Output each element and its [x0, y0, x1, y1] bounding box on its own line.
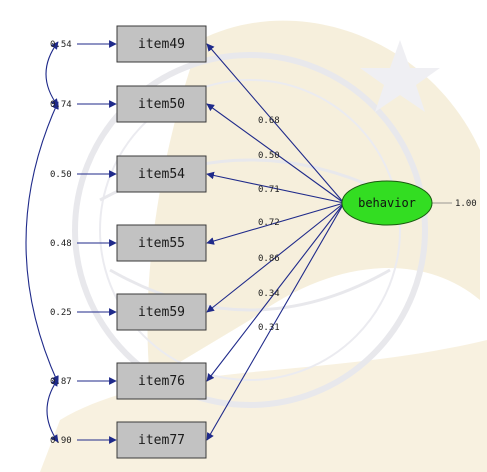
observed-variable-label: item77 — [138, 433, 185, 448]
observed-variable-label: item55 — [138, 236, 185, 251]
observed-variable-label: item54 — [138, 167, 185, 182]
latent-variance-value: 1.00 — [455, 199, 477, 209]
factor-loading-value: 0.71 — [258, 185, 280, 195]
loading-path-item50 — [206, 103, 345, 204]
loading-path-item55 — [206, 202, 345, 245]
observed-variable-box-item76 — [116, 362, 207, 400]
loading-path-item49 — [206, 43, 345, 204]
observed-variable-box-item59 — [116, 293, 207, 331]
error-variance-value: 0.74 — [50, 100, 72, 110]
observed-variable-label: item50 — [138, 97, 185, 112]
observed-variable-box-item50 — [116, 85, 207, 123]
factor-loading-value: 0.34 — [258, 289, 280, 299]
factor-loading-value: 0.50 — [258, 151, 280, 161]
latent-variable-label: behavior — [358, 196, 416, 210]
paths-layer — [25, 40, 452, 444]
factor-loading-value: 0.72 — [258, 218, 280, 228]
error-variance-value: 0.50 — [50, 170, 72, 180]
factor-loading-value: 0.86 — [258, 254, 280, 264]
observed-variable-label: item59 — [138, 305, 185, 320]
factor-loading-value: 0.31 — [258, 323, 280, 333]
observed-variable-box-item55 — [116, 224, 207, 262]
nodes-layer — [116, 25, 433, 459]
labels-layer: item49 0.54 0.68 item50 0.74 0.50 item54 0.50 0.… — [50, 37, 477, 448]
loading-path-item59 — [206, 202, 345, 313]
observed-variable-label: item49 — [138, 37, 185, 52]
covariance-path-item49-item50 — [45, 41, 59, 107]
observed-variable-box-item77 — [116, 421, 207, 459]
observed-variable-box-item49 — [116, 25, 207, 63]
covariance-path-item76-item77 — [46, 378, 59, 443]
error-variance-value: 0.54 — [50, 40, 72, 50]
loading-path-item77 — [206, 202, 345, 441]
loading-path-item54 — [206, 171, 345, 204]
latent-variable-ellipse — [341, 180, 433, 226]
loading-path-item76 — [206, 202, 345, 382]
error-variance-value: 0.87 — [50, 377, 72, 387]
factor-loading-value: 0.68 — [258, 116, 280, 126]
error-variance-value: 0.90 — [50, 436, 72, 446]
error-variance-value: 0.25 — [50, 308, 72, 318]
observed-variable-box-item54 — [116, 155, 207, 193]
observed-variable-label: item76 — [138, 374, 185, 389]
error-variance-value: 0.48 — [50, 239, 72, 249]
watermark-seal — [40, 20, 487, 472]
covariance-path-item50-item76 — [25, 101, 59, 384]
